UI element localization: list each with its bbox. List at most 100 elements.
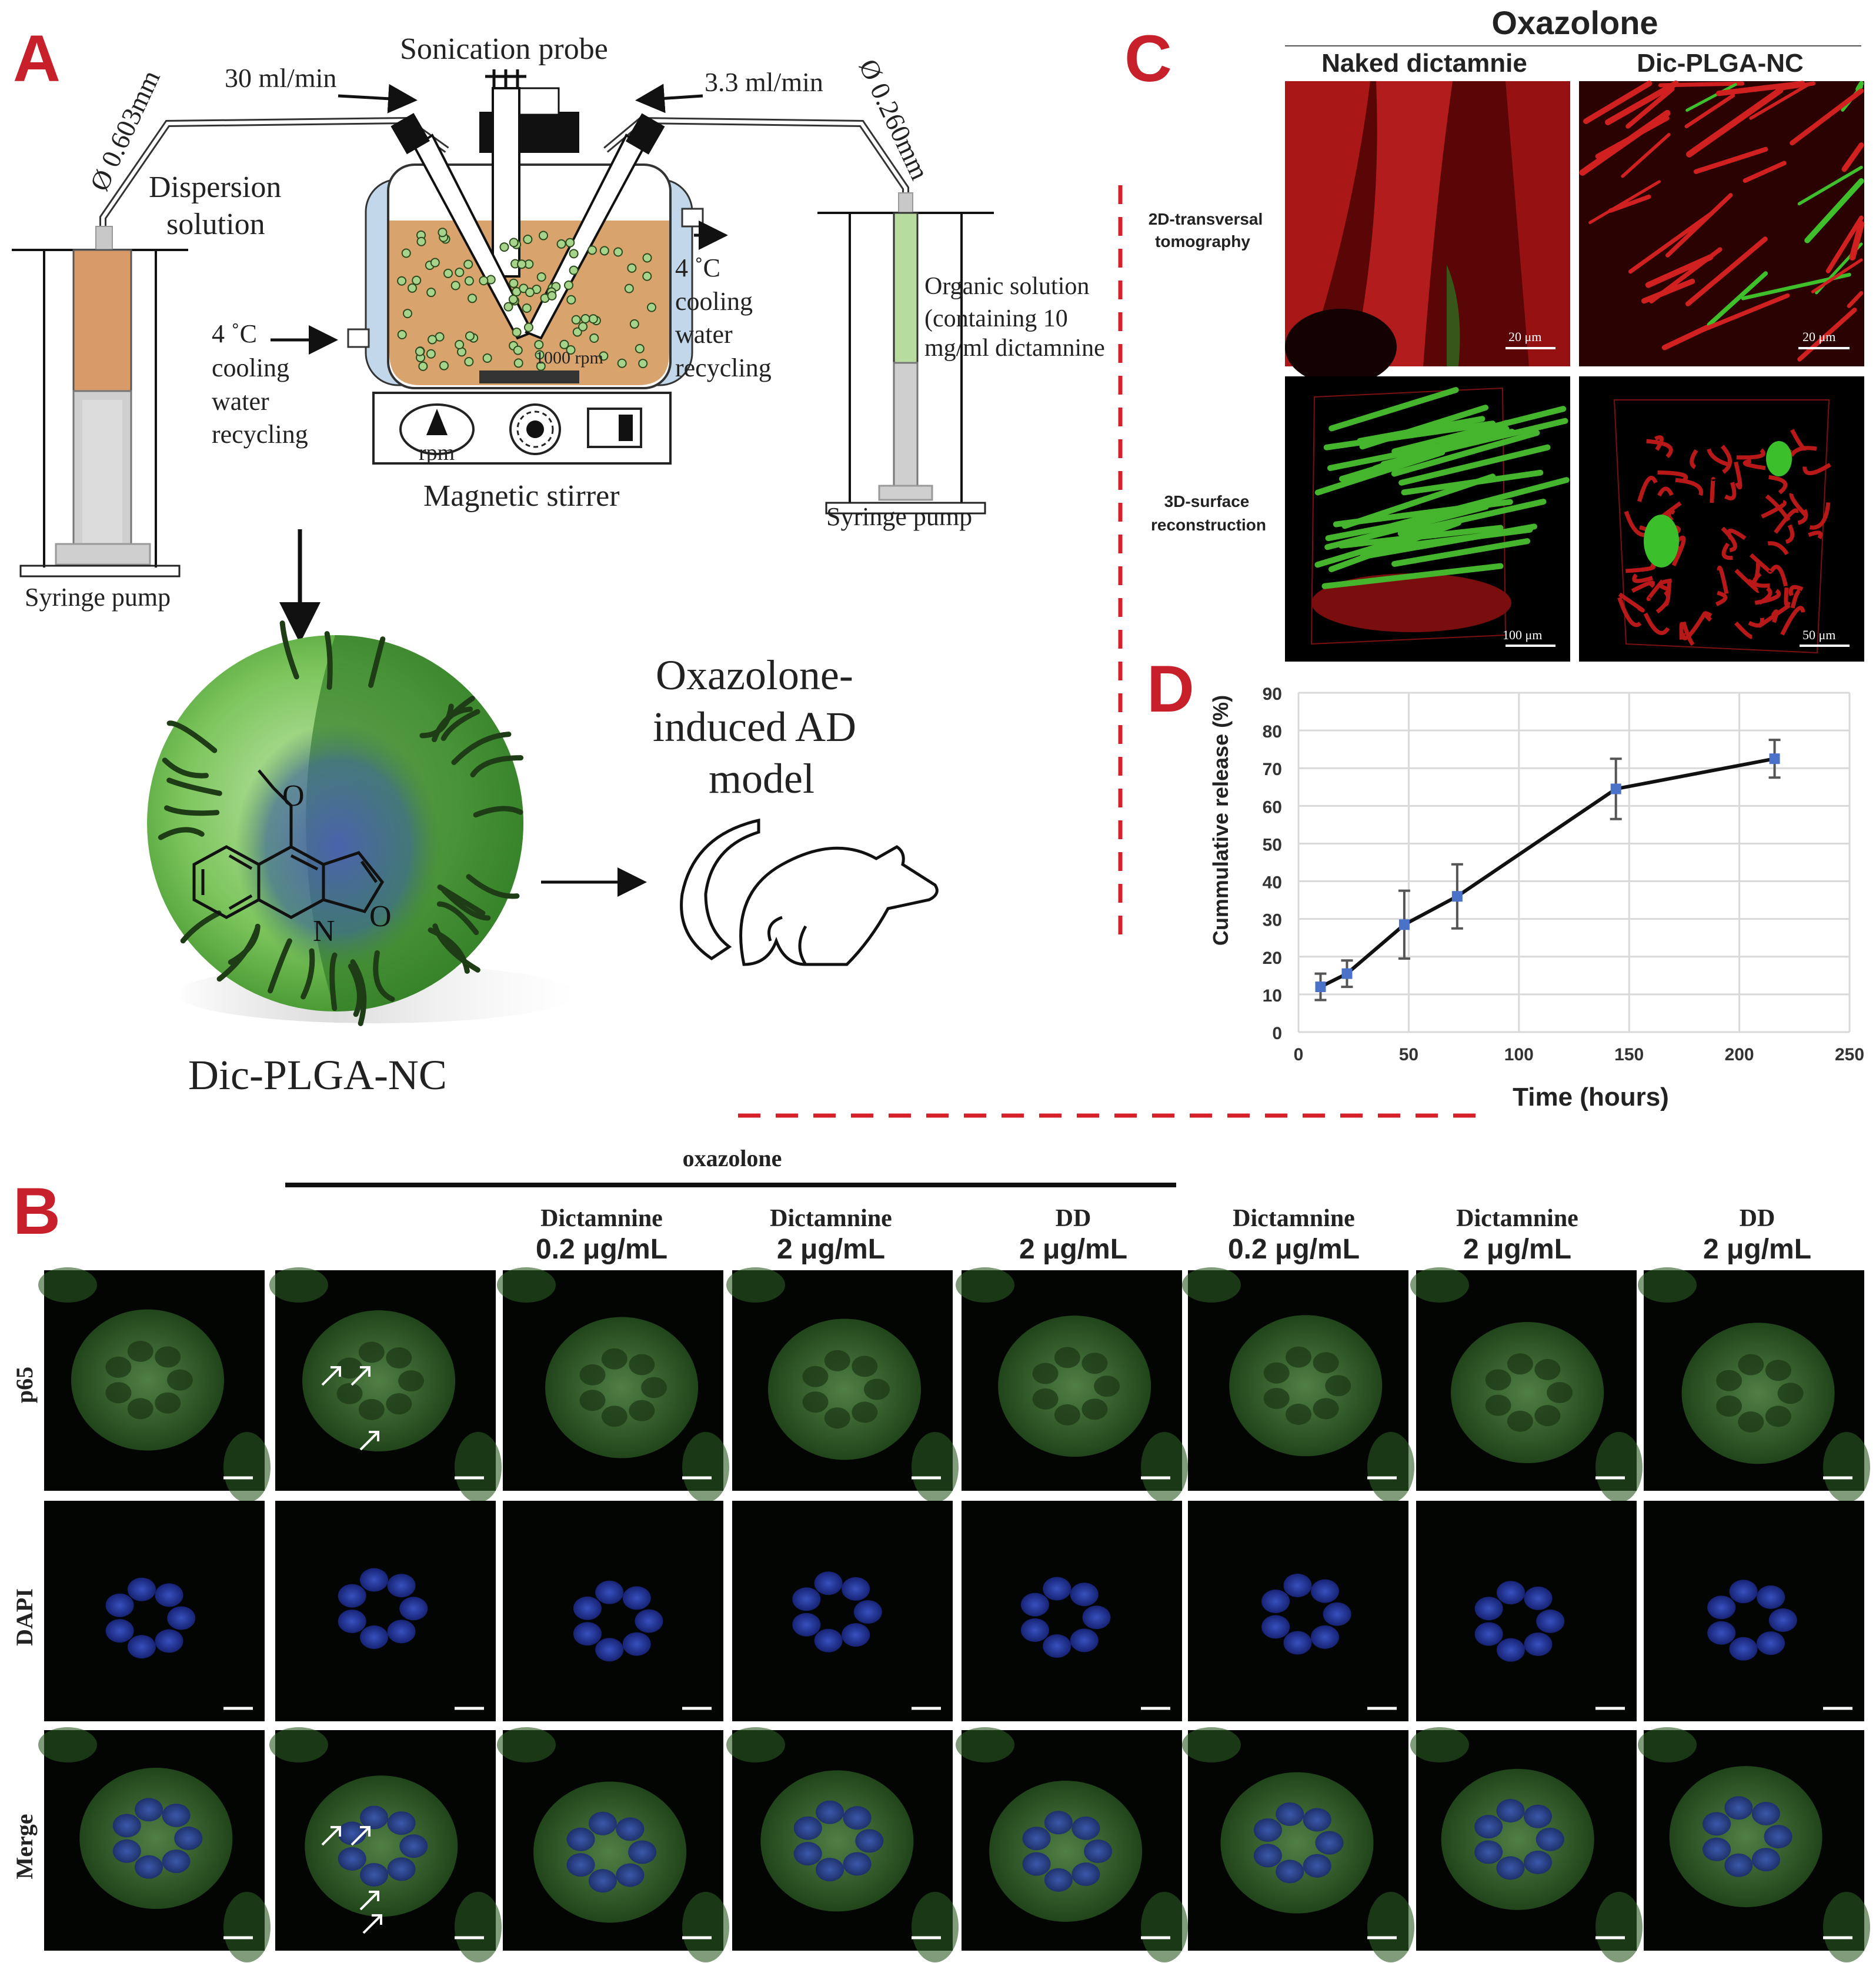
polymer-chain xyxy=(470,755,524,777)
nanoparticle-dot xyxy=(638,359,648,369)
column-header-name: Dictamnine xyxy=(1233,1205,1355,1232)
cell-cluster xyxy=(998,1316,1151,1457)
diameter-right-label: Ø 0.260mm xyxy=(853,55,935,185)
cell-cluster xyxy=(1451,1322,1604,1464)
fiber xyxy=(1588,180,1661,225)
data-point xyxy=(1315,982,1326,993)
fiber xyxy=(1641,278,1695,304)
rod xyxy=(1314,449,1446,496)
column-header-dose: 2 μg/mL xyxy=(1703,1234,1811,1265)
nanoparticle-dot xyxy=(627,263,637,273)
nucleus xyxy=(1524,1804,1553,1828)
nanoparticle-dot xyxy=(464,356,474,366)
fiber xyxy=(1685,83,1737,112)
fiber xyxy=(1797,308,1857,362)
nanoparticle-dot xyxy=(517,259,527,269)
nucleus xyxy=(1323,1602,1351,1626)
nucleus xyxy=(622,1632,651,1656)
micrograph-tile xyxy=(726,1727,959,1962)
nanoparticle-dot xyxy=(535,350,545,360)
nucleus xyxy=(1253,1818,1282,1842)
nucleus xyxy=(338,1847,366,1871)
nanoparticle-dot xyxy=(513,358,523,368)
nucleus xyxy=(628,1840,657,1864)
cell-cluster xyxy=(989,1780,1143,1922)
nucleus xyxy=(399,1834,428,1858)
tangle-fiber xyxy=(1767,541,1789,556)
column-header-name: Dictamnine xyxy=(540,1205,663,1232)
cooling-left-3: water xyxy=(212,387,269,416)
data-point xyxy=(1451,891,1463,902)
nucleus xyxy=(635,1609,663,1633)
micrograph-tile xyxy=(497,1727,729,1962)
scalebar-3: 100 μm xyxy=(1503,627,1542,642)
row-label: p65 xyxy=(11,1367,38,1403)
nanoparticle-dot xyxy=(565,238,575,248)
nanoparticle-dot xyxy=(397,329,407,339)
nanoparticle-dot xyxy=(443,268,453,278)
micrograph-tile xyxy=(1182,1267,1414,1503)
left-syringe-pump: Syringe pump xyxy=(12,226,188,612)
tangle-fiber xyxy=(1690,449,1698,469)
arrow-marker xyxy=(359,1431,379,1451)
y-tick-label: 90 xyxy=(1263,685,1282,704)
x-tick-label: 0 xyxy=(1294,1045,1304,1064)
nanoparticle-dot xyxy=(512,327,522,337)
green-blob xyxy=(1766,441,1792,476)
nanoparticle-dot xyxy=(642,253,652,263)
y-tick-label: 40 xyxy=(1263,873,1282,893)
nucleus xyxy=(816,1800,844,1824)
nucleus xyxy=(1474,1597,1503,1621)
fiber xyxy=(1804,178,1864,243)
nucleus xyxy=(1276,1859,1304,1884)
nanoparticle-dot xyxy=(522,303,532,313)
rod xyxy=(1391,430,1540,477)
nucleus xyxy=(793,1842,822,1866)
nanocarrier-label: Dic-PLGA-NC xyxy=(188,1051,447,1099)
y-tick-label: 30 xyxy=(1263,911,1282,930)
nucleus xyxy=(1535,1827,1564,1851)
scalebar-2: 20 μm xyxy=(1802,329,1835,344)
arrow-marker xyxy=(351,1366,370,1386)
tangle-fiber xyxy=(1734,569,1761,593)
panel-letter-a: A xyxy=(13,22,61,95)
nanoparticle-dot xyxy=(407,283,417,293)
nanoparticle-dot xyxy=(438,228,448,238)
nucleus xyxy=(338,1584,366,1608)
nucleus xyxy=(1261,1590,1290,1614)
rod xyxy=(1341,473,1496,529)
organic-label-2: (containing 10 xyxy=(924,305,1068,332)
fiber xyxy=(1707,271,1768,327)
fiber xyxy=(1749,82,1812,120)
fiber xyxy=(1693,146,1768,174)
fiber xyxy=(1583,81,1653,124)
fiber xyxy=(1628,211,1715,274)
nanoparticle-dot xyxy=(566,345,576,355)
tangle-fiber xyxy=(1717,565,1729,595)
fiber xyxy=(1841,142,1864,172)
nanoparticle-dot xyxy=(613,247,623,257)
panel-a: Sonication probe 30 ml/min 3.3 ml/min Ø … xyxy=(12,32,1105,1099)
tangle-fiber xyxy=(1721,542,1733,560)
nanoparticle-dot xyxy=(523,234,533,244)
nucleus xyxy=(1022,1852,1051,1876)
rod xyxy=(1338,525,1504,549)
cell-cluster xyxy=(302,1310,456,1452)
rod xyxy=(1357,416,1486,444)
nanoparticle-dot xyxy=(617,358,627,368)
cooling-left-2: cooling xyxy=(212,353,289,382)
tangle-fiber xyxy=(1724,482,1737,500)
fiber xyxy=(1665,193,1733,258)
nanoparticle-dot xyxy=(463,259,473,269)
polymer-chain xyxy=(428,927,470,974)
rod xyxy=(1338,426,1510,482)
y-tick-label: 50 xyxy=(1263,835,1282,854)
panel-c-col1: Naked dictamnie xyxy=(1321,49,1527,78)
polymer-chain xyxy=(442,888,491,921)
fiber xyxy=(1847,291,1864,308)
fiber xyxy=(1715,81,1805,96)
chart-ylabel: Cummulative release (%) xyxy=(1209,695,1233,946)
atom-n: N xyxy=(313,914,335,948)
nucleus xyxy=(792,1613,821,1637)
